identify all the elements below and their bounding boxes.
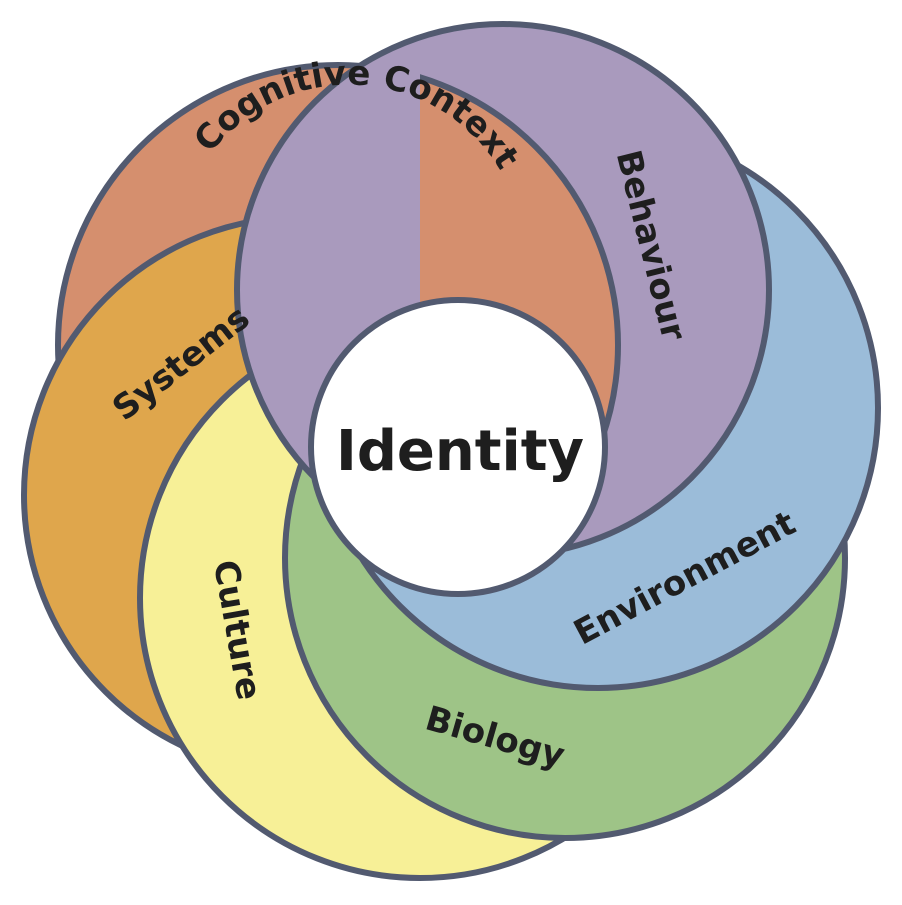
label-identity: Identity <box>336 419 584 484</box>
identity-circle <box>308 297 608 597</box>
